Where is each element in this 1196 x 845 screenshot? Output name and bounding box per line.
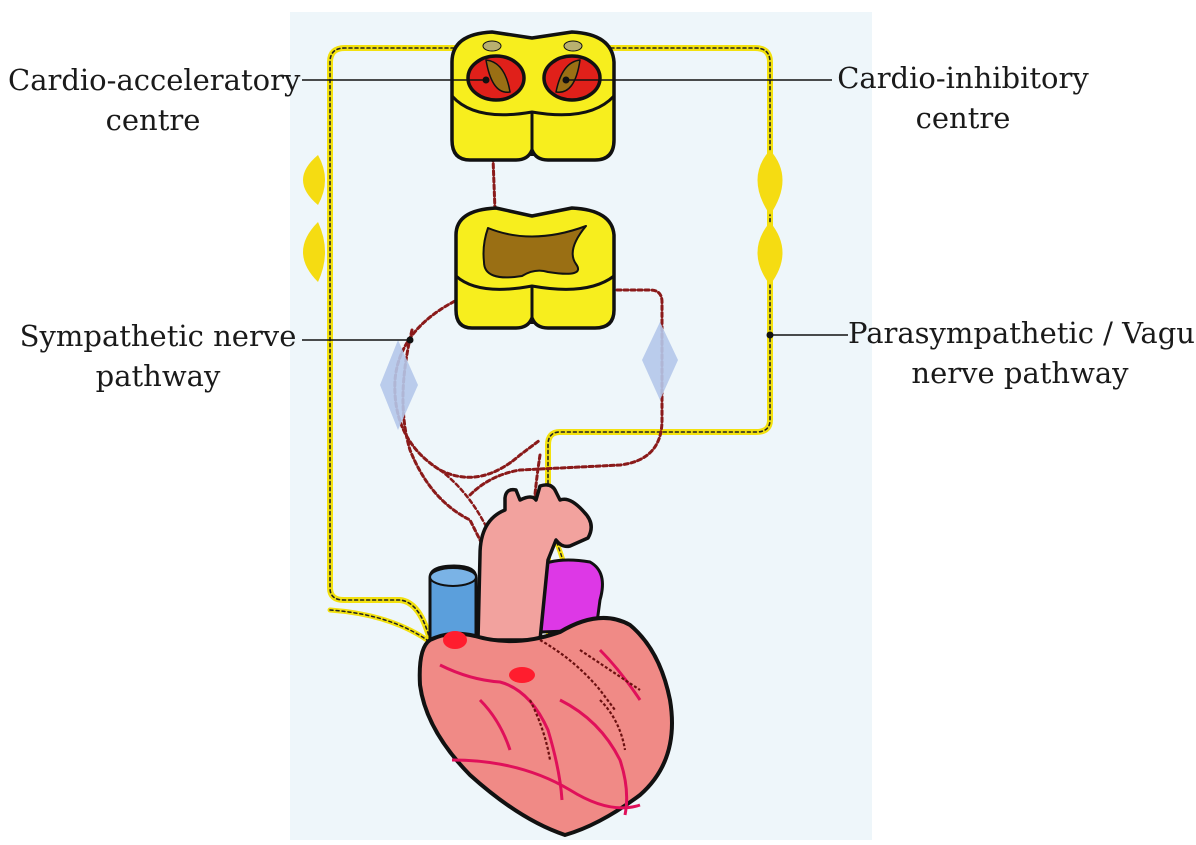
sa-node bbox=[443, 631, 467, 649]
label-cardio-acceleratory-centre: Cardio-acceleratory centre bbox=[8, 60, 298, 140]
cardio-inhib-line-2: centre bbox=[832, 98, 1094, 138]
label-parasympathetic-vagus-pathway: Parasympathetic / Vagus nerve pathway bbox=[848, 313, 1192, 393]
parasympathetic-line-2: nerve pathway bbox=[848, 353, 1192, 393]
cardio-accel-line-1: Cardio-acceleratory bbox=[8, 60, 298, 100]
sympathetic-line-1: Sympathetic nerve bbox=[18, 316, 298, 356]
sympathetic-pointer-dot bbox=[407, 337, 414, 344]
cardio-inhib-line-1: Cardio-inhibitory bbox=[832, 58, 1094, 98]
cardio-accel-line-2: centre bbox=[8, 100, 298, 140]
left-nucleus-dot bbox=[483, 41, 501, 51]
parasympathetic-line-1: Parasympathetic / Vagus bbox=[848, 313, 1192, 353]
sympathetic-line-2: pathway bbox=[18, 356, 298, 396]
label-cardio-inhibitory-centre: Cardio-inhibitory centre bbox=[832, 58, 1094, 138]
av-node bbox=[509, 667, 535, 683]
spinal-cord-section bbox=[456, 208, 614, 328]
parasympathetic-pointer-dot bbox=[767, 332, 774, 339]
vena-cava-opening bbox=[430, 568, 476, 586]
label-sympathetic-nerve-pathway: Sympathetic nerve pathway bbox=[18, 316, 298, 396]
right-nucleus-dot bbox=[564, 41, 582, 51]
medulla-section bbox=[452, 32, 614, 160]
